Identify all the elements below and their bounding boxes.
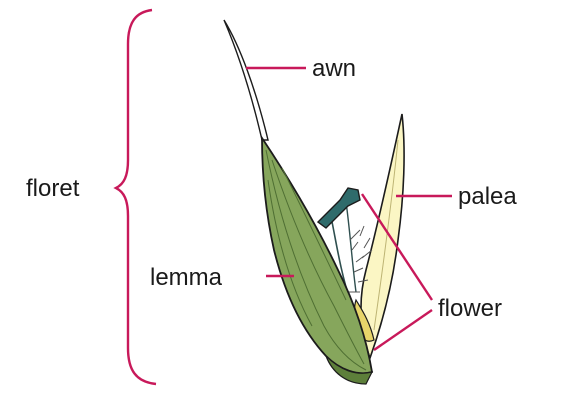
label-lemma: lemma — [150, 264, 223, 291]
lemma-bract — [262, 138, 372, 373]
label-floret: floret — [26, 175, 80, 202]
stigma-head — [318, 188, 360, 228]
label-awn: awn — [312, 55, 356, 82]
label-palea: palea — [458, 183, 517, 210]
label-flower: flower — [438, 295, 502, 322]
floret-brace — [116, 10, 156, 384]
awn-bristle — [224, 20, 268, 140]
